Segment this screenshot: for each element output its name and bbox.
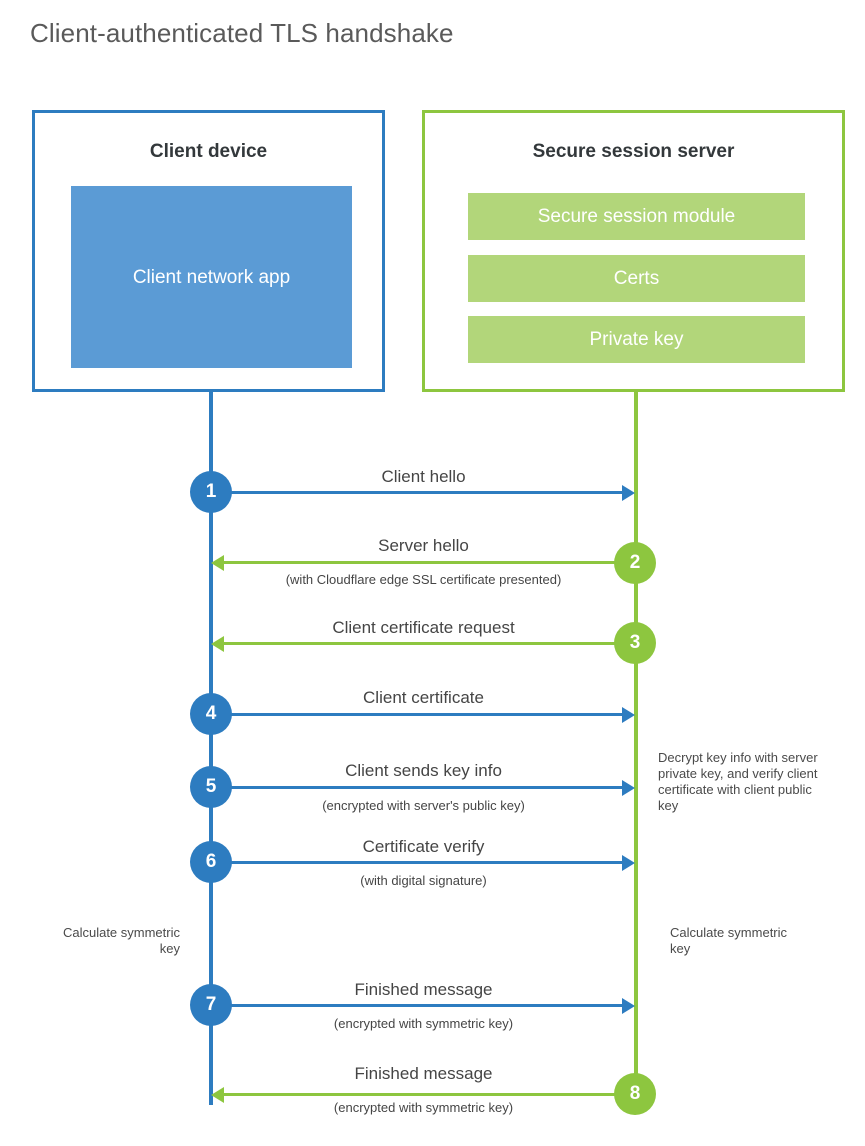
step-5-arrow-line — [211, 786, 622, 789]
step-8-arrow-line — [224, 1093, 636, 1096]
step-3-arrow-line — [224, 642, 636, 645]
step-3-label: Client certificate request — [332, 618, 515, 637]
step-3-arrow-head — [211, 636, 224, 652]
step-4-label: Client certificate — [363, 688, 484, 707]
server-module-private-key: Private key — [468, 316, 805, 363]
step-8-label: Finished message — [354, 1064, 493, 1083]
page-title: Client-authenticated TLS handshake — [30, 18, 454, 48]
step-7-badge: 7 — [190, 984, 232, 1026]
step-4-badge: 4 — [190, 693, 232, 735]
step-2-arrow-line — [224, 561, 636, 564]
client-calculate-symmetric-key-note: Calculate symmetric key — [62, 925, 180, 956]
step-4-arrow-line — [211, 713, 622, 716]
step-1-label: Client hello — [381, 467, 466, 486]
step-4-arrow-head — [622, 707, 635, 723]
server-module-secure-session-module: Secure session module — [468, 193, 805, 240]
step-7-label: Finished message — [354, 980, 493, 999]
server-lifeline — [634, 392, 638, 1095]
client-device-box: Client device Client network app — [32, 110, 385, 392]
step-1-arrow-line — [211, 491, 622, 494]
client-network-app-block: Client network app — [71, 186, 352, 368]
step-7-arrow-head — [622, 998, 635, 1014]
step-6-sublabel: (with digital signature) — [360, 873, 487, 888]
step-2-arrow-head — [211, 555, 224, 571]
step-2-badge: 2 — [614, 542, 656, 584]
step-5-label: Client sends key info — [345, 761, 502, 780]
client-device-title: Client device — [149, 141, 268, 162]
step-7-arrow-line — [211, 1004, 622, 1007]
step-5-badge: 5 — [190, 766, 232, 808]
step-8-badge: 8 — [614, 1073, 656, 1115]
client-lifeline — [209, 392, 213, 1105]
step-1-badge: 1 — [190, 471, 232, 513]
step-6-arrow-head — [622, 855, 635, 871]
step-6-badge: 6 — [190, 841, 232, 883]
server-decrypt-note: Decrypt key info with server private key… — [658, 750, 818, 813]
step-7-sublabel: (encrypted with symmetric key) — [333, 1016, 514, 1031]
secure-session-server-box: Secure session server Secure session mod… — [422, 110, 845, 392]
step-3-badge: 3 — [614, 622, 656, 664]
step-1-arrow-head — [622, 485, 635, 501]
server-calculate-symmetric-key-note: Calculate symmetric key — [670, 925, 788, 956]
secure-session-server-title: Secure session server — [532, 141, 735, 162]
step-6-arrow-line — [211, 861, 622, 864]
step-2-label: Server hello — [378, 536, 469, 555]
step-8-sublabel: (encrypted with symmetric key) — [333, 1100, 514, 1115]
step-8-arrow-head — [211, 1087, 224, 1103]
step-2-sublabel: (with Cloudflare edge SSL certificate pr… — [285, 572, 562, 587]
server-module-certs: Certs — [468, 255, 805, 302]
step-5-sublabel: (encrypted with server's public key) — [322, 798, 525, 813]
step-6-label: Certificate verify — [362, 837, 485, 856]
step-5-arrow-head — [622, 780, 635, 796]
